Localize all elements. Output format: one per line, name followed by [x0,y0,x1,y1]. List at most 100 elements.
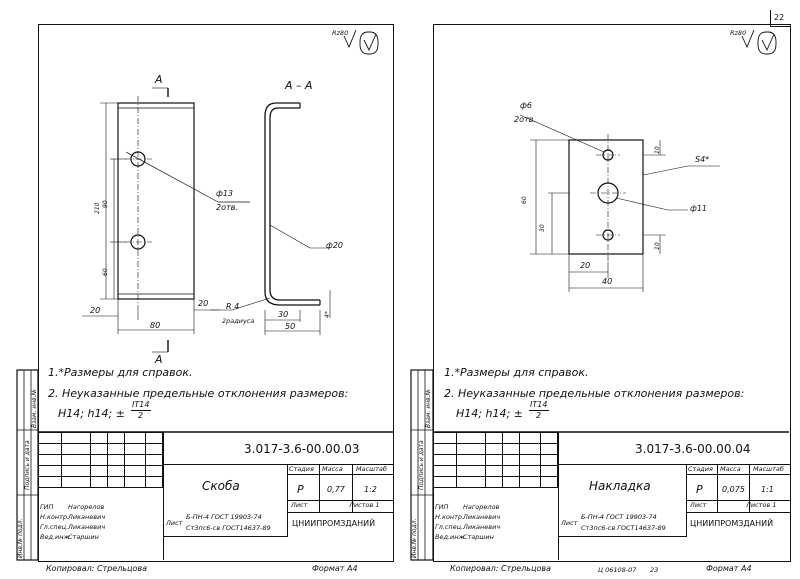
right-dim-top-off: 10 [654,146,661,154]
right-plate-outline [568,139,644,255]
right-mass: 0,075 [722,485,745,494]
left-organization: ЦНИИПРОМЗДАНИЙ [292,519,376,528]
right-note-2: 2. Неуказанные предельные отклонения раз… [444,387,745,400]
left-section-title: А – А [285,79,313,92]
right-note-2-frac-top: IT14 [530,400,548,409]
left-section-mark-bottom: А [155,353,163,366]
left-scale: 1:2 [364,485,377,494]
left-sheet: Лист [291,501,308,509]
right-dim-thickness: S4* [695,155,710,164]
right-stage-header: Стадия [688,465,713,473]
right-dim-h-total: 60 [521,196,528,204]
page-number: 22 [774,13,785,22]
right-order: Ц 06108-07 [598,566,637,574]
right-stage: Р [696,483,703,496]
right-role-3: Гл.спец. [435,523,464,531]
left-revision-grid [38,432,163,488]
right-format: Формат А4 [706,564,752,573]
right-scale-header: Масштаб [753,465,784,473]
right-note-2-tol: H14; h14; ± [456,407,523,420]
right-part-name: Накладка [589,479,651,493]
right-title-block: 3.017-3.6-00.00.04 Накладка Стадия Масса… [558,432,790,560]
right-doc-code: 3.017-3.6-00.00.04 [635,442,751,456]
left-person-3: Ликаневич [68,523,106,531]
left-person-1: Нагорелов [68,503,105,511]
right-drawing-frame [433,24,791,562]
left-scale-header: Масштаб [356,465,387,473]
right-material-1: Б-ПН-4 ГОСТ 19903-74 [581,513,657,521]
left-doc-code: 3.017-3.6-00.00.03 [244,442,360,456]
right-copied-by: Копировал: Стрельцова [450,564,551,573]
right-dim-w-half: 20 [580,261,591,270]
left-dim-w-bottom: 80 [150,321,161,330]
left-dim-w-left: 20 [90,306,101,315]
left-mass: 0,77 [327,485,345,494]
left-material-1: Б-ПН-4 ГОСТ 19903-74 [186,513,262,521]
left-dim-d-hole: ф13 [216,189,234,198]
right-side-label-1: Инв.№ подл. [411,518,418,559]
right-mass-header: Масса [720,465,741,473]
left-sheets: Листов 1 [349,501,380,509]
left-dim-d-hole-count: 2отв. [216,203,238,212]
right-scale: 1:1 [761,485,774,494]
right-material-2: Ст3пс6-св ГОСТ14637-89 [581,524,666,532]
left-note-1: 1.*Размеры для справок. [48,366,193,379]
right-note-1: 1.*Размеры для справок. [444,366,589,379]
right-material-prefix: Лист [561,519,578,527]
left-copied-by: Копировал: Стрельцова [46,564,147,573]
left-role-3: Гл.спец. [40,523,69,531]
left-note-2-frac-top: IT14 [132,400,150,409]
right-role-4: Вед.инж. [435,533,467,541]
left-section-mark-top: А [155,73,163,86]
left-dim-d-bend: ф20 [326,241,344,250]
page-number-box: 22 [770,10,791,27]
left-mass-header: Масса [322,465,343,473]
left-plate-outline [117,102,195,300]
left-format: Формат А4 [312,564,358,573]
right-order-num: 23 [650,566,659,574]
left-stage-header: Стадия [289,465,314,473]
right-roughness: Rz80 [730,29,747,37]
left-dim-w-leg: 30 [278,310,289,319]
right-person-3: Ликаневич [463,523,501,531]
left-dim-radius-note: 2радиуса [222,317,255,325]
left-drawing-frame [38,24,394,562]
left-role-2: Н.контр. [40,513,70,521]
left-material-2: Ст3пс6-св ГОСТ14637-89 [186,524,271,532]
right-note-frac-line [529,410,549,411]
right-side-label-2: Подпись и дата [418,440,425,490]
left-note-2-tol: H14; h14; ± [58,407,125,420]
right-dim-bot-off: 10 [654,242,661,250]
right-dim-w-total: 40 [602,277,613,286]
left-roughness: Rz80 [332,29,349,37]
right-dim-d-small: ф6 [520,101,532,110]
right-organization: ЦНИИПРОМЗДАНИЙ [690,519,774,528]
left-note-2: 2. Неуказанные предельные отклонения раз… [48,387,349,400]
right-side-label-3: Взам. инв.№ [425,389,432,428]
right-person-2: Ликаневич [463,513,501,521]
right-dim-d-small-count: 2отв. [514,115,536,124]
left-note-2-frac-bot: 2 [138,411,144,420]
right-role-1: ГИП [435,503,449,511]
left-note-frac-line [131,410,151,411]
left-role-1: ГИП [40,503,54,511]
right-person-4: Старшин [463,533,494,541]
right-revision-grid [433,432,558,488]
left-title-block: 3.017-3.6-00.00.03 Скоба Стадия Масса Ма… [163,432,393,560]
right-person-1: Нагорелов [463,503,500,511]
left-person-2: Ликаневич [68,513,106,521]
right-dim-d-large: ф11 [690,204,708,213]
left-role-4: Вед.инж. [40,533,72,541]
left-stage: Р [297,483,304,496]
left-dim-radius: R 4 [226,302,240,311]
right-sheets: Листов 1 [746,501,777,509]
right-role-2: Н.контр. [435,513,465,521]
right-sheet: Лист [690,501,707,509]
left-person-4: Старшин [68,533,99,541]
left-part-name: Скоба [202,479,240,493]
left-dim-w-base: 50 [285,322,296,331]
right-dim-h-mid: 30 [539,224,546,232]
left-material-prefix: Лист [166,519,183,527]
right-note-2-frac-bot: 2 [536,411,542,420]
